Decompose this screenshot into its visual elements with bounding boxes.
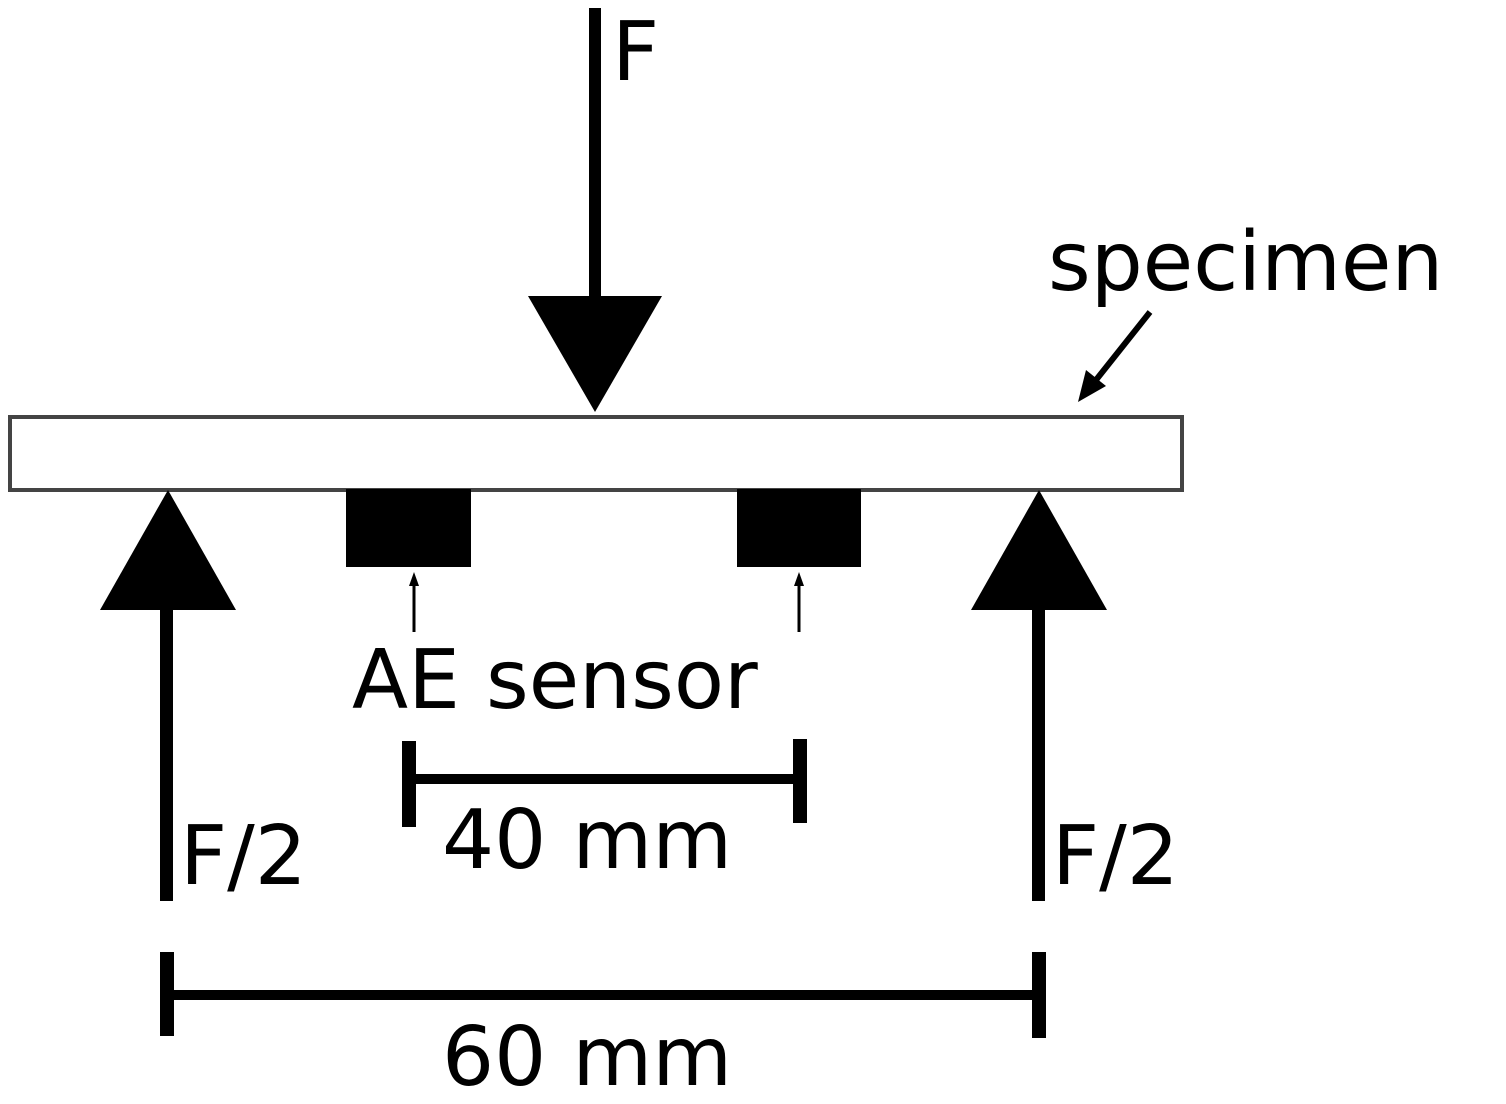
applied-force-label: F [612,5,659,100]
right-reaction-arrow [971,490,1107,901]
ae-sensor-right-pointer [794,572,804,632]
right-reaction-shaft [1032,605,1045,901]
sensor-spacing-dimension [402,739,807,827]
specimen-pointer-arrow [1078,310,1153,402]
sensor-spacing-label: 40 mm [442,793,732,888]
left-reaction-arrowhead [100,490,236,610]
applied-force-arrow [528,8,662,412]
left-reaction-arrow [100,490,236,901]
left-reaction-shaft [160,605,173,901]
ae-sensor-right [737,489,861,567]
right-reaction-arrowhead [971,490,1107,610]
specimen-label: specimen [1048,215,1443,310]
applied-force-shaft [589,8,601,306]
left-reaction-label: F/2 [180,809,307,904]
ae-sensor-left-pointer [409,572,419,632]
ae-sensor-label: AE sensor [352,633,758,728]
right-reaction-label: F/2 [1052,809,1179,904]
support-span-dimension [160,952,1046,1038]
ae-sensor-left [346,489,471,567]
applied-force-arrowhead [528,296,662,412]
support-span-label: 60 mm [442,1010,732,1104]
specimen-beam [8,415,1184,492]
